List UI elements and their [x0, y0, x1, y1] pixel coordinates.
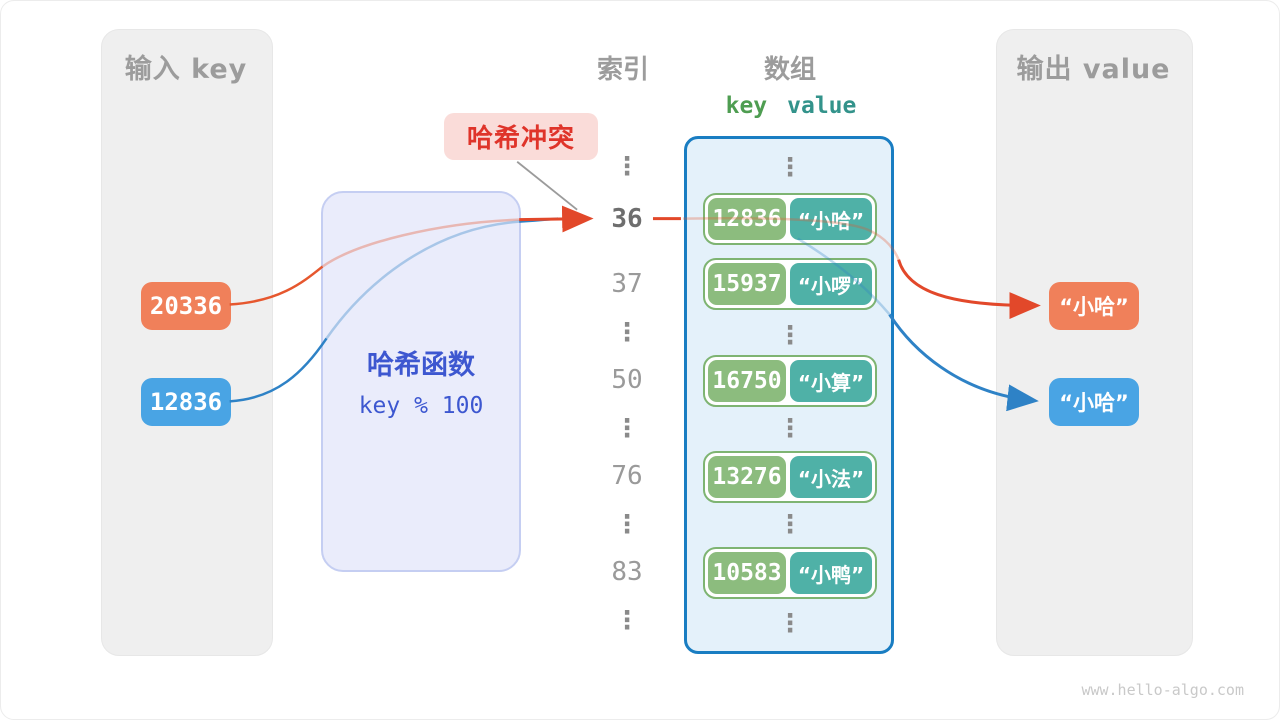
input-key-badge-orange: 20336	[141, 282, 231, 330]
ellipsis-dots: ⋮	[777, 509, 803, 539]
input-panel	[101, 29, 273, 656]
pair-key-cell: 16750	[708, 360, 786, 402]
ellipsis-dots: ⋮	[614, 151, 640, 181]
index-row-76: 76	[611, 461, 643, 491]
kv-pair-bucket-37: 15937 “小啰”	[703, 258, 877, 310]
input-panel-title: 输入 key	[124, 54, 248, 85]
collision-badge: 哈希冲突	[444, 113, 598, 160]
pair-key-cell: 15937	[708, 263, 786, 305]
kv-pair-bucket-36: 12836 “小哈”	[703, 193, 877, 245]
hash-function-formula: key % 100	[358, 393, 484, 419]
index-column-title: 索引	[596, 55, 649, 85]
output-value-badge-blue: “小哈”	[1049, 378, 1139, 426]
kv-pair-bucket-76: 13276 “小法”	[703, 451, 877, 503]
pair-key-cell: 13276	[708, 456, 786, 498]
hash-function-title: 哈希函数	[367, 350, 475, 381]
curve-blue-merge	[519, 217, 559, 223]
value-column-header: value	[787, 93, 857, 119]
kv-column-headers: key value	[701, 93, 881, 119]
arrow-to-index-36	[519, 205, 594, 233]
pair-value-cell: “小哈”	[790, 198, 872, 240]
key-column-header: key	[725, 93, 768, 119]
array-column-title: 数组	[763, 55, 816, 85]
ellipsis-dots: ⋮	[614, 605, 640, 635]
output-panel-title: 输出 value	[1016, 54, 1171, 85]
pair-value-cell: “小法”	[790, 456, 872, 498]
ellipsis-dots: ⋮	[614, 317, 640, 347]
kv-pair-bucket-83: 10583 “小鸭”	[703, 547, 877, 599]
kv-pair-bucket-50: 16750 “小算”	[703, 355, 877, 407]
pair-key-cell: 10583	[708, 552, 786, 594]
output-panel	[996, 29, 1193, 656]
output-value-badge-orange: “小哈”	[1049, 282, 1139, 330]
index-row-36: 36	[611, 204, 643, 234]
index-row-50: 50	[611, 365, 643, 395]
index-row-37: 37	[611, 269, 643, 299]
footer-watermark: www.hello-algo.com	[1081, 681, 1244, 699]
ellipsis-dots: ⋮	[777, 608, 803, 638]
index-row-83: 83	[611, 557, 643, 587]
ellipsis-dots: ⋮	[777, 413, 803, 443]
pair-value-cell: “小鸭”	[790, 552, 872, 594]
input-key-badge-blue: 12836	[141, 378, 231, 426]
ellipsis-dots: ⋮	[777, 320, 803, 350]
hash-function-box	[321, 191, 521, 572]
ellipsis-dots: ⋮	[777, 152, 803, 182]
ellipsis-dots: ⋮	[614, 509, 640, 539]
pair-value-cell: “小啰”	[790, 263, 872, 305]
pair-key-cell: 12836	[708, 198, 786, 240]
pair-value-cell: “小算”	[790, 360, 872, 402]
ellipsis-dots: ⋮	[614, 413, 640, 443]
collision-callout-line	[516, 161, 578, 211]
